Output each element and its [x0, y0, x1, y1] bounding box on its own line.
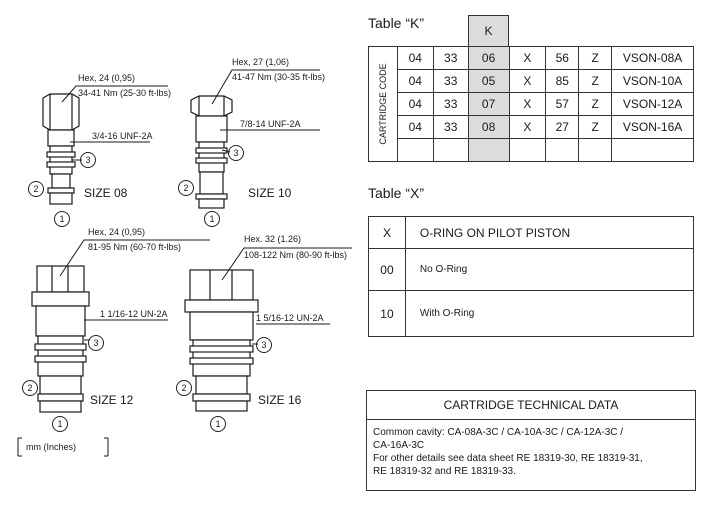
cell [396, 138, 434, 162]
units-note: mm (Inches) [26, 442, 77, 452]
size08-thread-label: 3/4-16 UNF-2A [92, 131, 153, 141]
table-x-code: 10 [368, 290, 406, 337]
cell: Z [578, 69, 613, 93]
cell: 33 [432, 115, 469, 139]
cell: X [508, 46, 547, 70]
callout-1: 1 [54, 211, 70, 227]
cell-k [467, 138, 510, 162]
table-x-header-code: X [368, 216, 406, 249]
table-row: 00 No O-Ring [368, 248, 695, 291]
callout-1: 1 [204, 211, 220, 227]
tech-line: For other details see data sheet RE 1831… [373, 453, 643, 464]
callout-3: 3 [256, 337, 272, 353]
cell [432, 138, 469, 162]
table-x-code: 00 [368, 248, 406, 291]
cell-model [611, 138, 694, 162]
table-row: 04 33 08 X 27 Z VSON-16A [369, 115, 694, 139]
tech-data-box: CARTRIDGE TECHNICAL DATA Common cavity: … [366, 390, 696, 491]
cell: Z [578, 46, 613, 70]
cartridge-code-label: CARTRIDGE CODE [377, 63, 388, 145]
table-header-row: X O-RING ON PILOT PISTON [368, 216, 695, 249]
callout-2: 2 [176, 380, 192, 396]
table-x-header-desc: O-RING ON PILOT PISTON [404, 216, 695, 249]
cell: 57 [545, 92, 580, 116]
cell: 04 [396, 92, 434, 116]
valve-size-08 [42, 93, 80, 205]
tech-line: RE 18319-32 and RE 18319-33. [373, 466, 516, 477]
cell [545, 138, 580, 162]
size08-torque-label: 34-41 Nm (25-30 ft-lbs) [78, 88, 172, 98]
cell: 27 [545, 115, 580, 139]
tech-data-body: Common cavity: CA-08A-3C / CA-10A-3C / C… [367, 420, 695, 478]
cell-k: 06 [467, 46, 510, 70]
tech-line: Common cavity: CA-08A-3C / CA-10A-3C / C… [373, 427, 624, 438]
size16-hex-label: Hex. 32 (1.26) [244, 234, 302, 244]
cell-model: VSON-08A [611, 46, 694, 70]
cell: 04 [396, 69, 434, 93]
size16-thread-label: 1 5/16-12 UN-2A [256, 313, 324, 323]
cell [508, 138, 547, 162]
valve-size-12 [31, 265, 90, 413]
callout-1: 1 [210, 416, 226, 432]
callout-2: 2 [22, 380, 38, 396]
table-x: X O-RING ON PILOT PISTON 00 No O-Ring 10… [368, 216, 695, 337]
cartridge-code-side-cell: CARTRIDGE CODE [368, 46, 398, 162]
cell: Z [578, 115, 613, 139]
size10-size-label: SIZE 10 [248, 186, 292, 200]
cell: X [508, 69, 547, 93]
valve-size-10 [190, 95, 233, 209]
size08-size-label: SIZE 08 [84, 186, 128, 200]
tech-data-title: CARTRIDGE TECHNICAL DATA [367, 391, 695, 420]
table-row: 04 33 07 X 57 Z VSON-12A [369, 92, 694, 116]
tech-line: CA-16A-3C [373, 440, 425, 451]
size12-torque-label: 81-95 Nm (60-70 ft-lbs) [88, 242, 182, 252]
cell: X [508, 92, 547, 116]
cell: 33 [432, 46, 469, 70]
size12-size-label: SIZE 12 [90, 393, 134, 407]
table-k-header-cell: K [468, 15, 509, 46]
cell: Z [578, 92, 613, 116]
callout-1: 1 [52, 416, 68, 432]
valve-size-16 [184, 269, 259, 412]
cell-model: VSON-10A [611, 69, 694, 93]
table-x-desc: With O-Ring [404, 290, 695, 337]
cell-model: VSON-12A [611, 92, 694, 116]
size12-hex-label: Hex, 24 (0,95) [88, 227, 146, 237]
size16-size-label: SIZE 16 [258, 393, 302, 407]
callout-3: 3 [228, 145, 244, 161]
table-row: 04 33 05 X 85 Z VSON-10A [369, 69, 694, 93]
table-row [369, 138, 694, 162]
size12-thread-label: 1 1/16-12 UN-2A [100, 309, 168, 319]
cell-model: VSON-16A [611, 115, 694, 139]
table-x-title: Table “X” [368, 185, 425, 201]
cell: 85 [545, 69, 580, 93]
table-k-header-label: K [484, 24, 493, 38]
callout-2: 2 [28, 181, 44, 197]
cell-k: 07 [467, 92, 510, 116]
cell: 33 [432, 69, 469, 93]
size16-torque-label: 108-122 Nm (80-90 ft-lbs) [244, 250, 348, 260]
size10-torque-label: 41-47 Nm (30-35 ft-lbs) [232, 72, 326, 82]
table-row: CARTRIDGE CODE 04 33 06 X 56 Z VSON-08A [368, 46, 694, 162]
cell: 04 [396, 115, 434, 139]
cell-k: 08 [467, 115, 510, 139]
table-x-desc: No O-Ring [404, 248, 695, 291]
size10-thread-label: 7/8-14 UNF-2A [240, 119, 301, 129]
cell: 33 [432, 92, 469, 116]
callout-3: 3 [88, 335, 104, 351]
callout-2: 2 [178, 180, 194, 196]
table-k-title: Table “K” [368, 15, 425, 31]
cell-k: 05 [467, 69, 510, 93]
cell: X [508, 115, 547, 139]
cell: 56 [545, 46, 580, 70]
size08-hex-label: Hex, 24 (0,95) [78, 73, 136, 83]
cell: 04 [396, 46, 434, 70]
table-row: 10 With O-Ring [368, 290, 695, 337]
size10-hex-label: Hex, 27 (1,06) [232, 57, 290, 67]
cell [578, 138, 613, 162]
callout-3: 3 [80, 152, 96, 168]
table-k: CARTRIDGE CODE 04 33 06 X 56 Z VSON-08A … [368, 46, 694, 162]
